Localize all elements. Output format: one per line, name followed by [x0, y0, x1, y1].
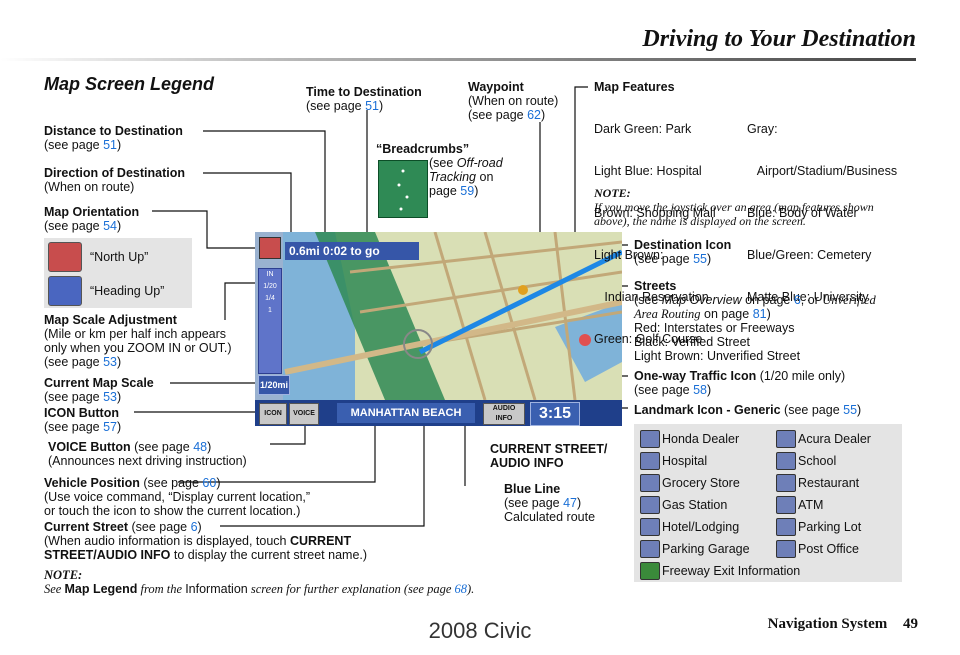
- streets-label: Streets (see Map Overview on page 6, or …: [634, 279, 876, 363]
- scale-in[interactable]: IN: [266, 271, 274, 278]
- direction-of-destination-label: Direction of Destination (When on route): [44, 166, 185, 194]
- page-link[interactable]: 62: [527, 108, 541, 122]
- grocery-icon: [640, 474, 660, 492]
- current-street-label: Current Street (see page 6) (When audio …: [44, 520, 368, 562]
- legend-item: Gas Station: [662, 498, 728, 512]
- hotel-icon: [640, 518, 660, 536]
- parking-garage-icon: [640, 540, 660, 558]
- destination-icon-label: Destination Icon (see page 55): [634, 238, 732, 266]
- info-label: INFO: [495, 415, 513, 422]
- legend-item: Post Office: [798, 542, 859, 556]
- map-orientation-label: Map Orientation (see page 54): [44, 205, 140, 233]
- page-link[interactable]: 47: [563, 496, 577, 510]
- scale-item[interactable]: 1/4: [265, 295, 275, 302]
- legend-item: Restaurant: [798, 476, 860, 490]
- legend-item: Acura Dealer: [798, 432, 871, 446]
- blue-line-label: Blue Line (see page 47) Calculated route: [504, 482, 596, 524]
- distance-to-destination-label: Distance to Destination (see page 51): [44, 124, 183, 152]
- section-title: Map Screen Legend: [44, 74, 215, 94]
- honda-dealer-icon: [640, 430, 660, 448]
- page-link[interactable]: 51: [103, 138, 117, 152]
- page-footer: Navigation System 49: [768, 616, 918, 633]
- watermark: 2008 Civic: [428, 618, 532, 643]
- bottom-note: NOTE: See Map Legend from the Informatio…: [44, 568, 475, 596]
- current-scale-display: 1/20mi: [258, 375, 290, 395]
- scale-panel[interactable]: IN 1/20 1/4 1: [258, 268, 282, 374]
- legend-item: School: [798, 454, 837, 468]
- page-link[interactable]: 55: [843, 403, 858, 417]
- vehicle-position-label: Vehicle Position (see page 60) (Use voic…: [44, 476, 311, 518]
- page-link[interactable]: 68: [454, 582, 468, 596]
- hospital-icon: [640, 452, 660, 470]
- page-link[interactable]: 60: [202, 476, 217, 490]
- one-way-traffic-label: One-way Traffic Icon (1/20 mile only) (s…: [634, 369, 846, 397]
- legend-item: Parking Lot: [798, 520, 862, 534]
- parking-lot-icon: [776, 518, 796, 536]
- legend-item: Freeway Exit Information: [662, 564, 801, 578]
- legend-item: ATM: [798, 498, 824, 512]
- footer-section: Navigation System: [767, 616, 888, 632]
- map-roads: [284, 232, 622, 426]
- distance-time-bar: 0.6mi 0:02 to go: [285, 242, 419, 260]
- voice-button[interactable]: VOICE: [289, 403, 319, 425]
- freeway-exit-icon: [640, 562, 660, 580]
- acura-dealer-icon: [776, 430, 796, 448]
- landmark-icon-label: Landmark Icon - Generic (see page 55): [634, 403, 862, 417]
- page-link[interactable]: 58: [693, 383, 707, 397]
- page-link[interactable]: 55: [693, 252, 707, 266]
- map-scale-adjustment-label: Map Scale Adjustment (Mile or km per hal…: [44, 313, 232, 369]
- legend-item: Parking Garage: [662, 542, 750, 556]
- heading-up-icon: [48, 276, 82, 306]
- orientation-box: “North Up” “Heading Up”: [44, 238, 192, 308]
- audio-info-button[interactable]: AUDIO INFO: [483, 403, 525, 425]
- north-up-label: “North Up”: [90, 250, 149, 264]
- time-readout: 0:02 to go: [323, 244, 380, 258]
- waypoint-label: Waypoint (When on route) (see page 62): [468, 80, 559, 122]
- distance-readout: 0.6mi: [289, 244, 320, 258]
- compass-icon[interactable]: [259, 237, 281, 259]
- page-link[interactable]: 81: [752, 307, 767, 321]
- page-link[interactable]: 51: [365, 99, 379, 113]
- page-link[interactable]: 53: [103, 355, 117, 369]
- gas-station-icon: [640, 496, 660, 514]
- scale-item[interactable]: 1/20: [263, 283, 277, 290]
- clock: 3:15: [530, 402, 580, 426]
- voice-button-label: VOICE Button (see page 48) (Announces ne…: [48, 440, 247, 468]
- current-street-audio-label: CURRENT STREET/ AUDIO INFO: [490, 442, 608, 470]
- current-street-bar[interactable]: MANHATTAN BEACH BLVD: [337, 403, 475, 423]
- icon-button[interactable]: ICON: [259, 403, 287, 425]
- audio-label: AUDIO: [492, 405, 516, 412]
- legend-item: Honda Dealer: [662, 432, 740, 446]
- current-map-scale-label: Current Map Scale (see page 53): [44, 376, 154, 404]
- header-title: Driving to Your Destination: [642, 26, 916, 52]
- page-number: 49: [903, 616, 918, 632]
- post-office-icon: [776, 540, 796, 558]
- right-note: NOTE: If you move the joystick over an a…: [594, 186, 874, 228]
- page-link[interactable]: 6: [190, 520, 198, 534]
- poi-legend: Honda Dealer Acura Dealer Hospital Schoo…: [634, 424, 902, 582]
- legend-item: Hospital: [662, 454, 708, 468]
- scale-item[interactable]: 1: [268, 307, 272, 314]
- breadcrumbs-inset: [378, 160, 428, 218]
- school-icon: [776, 452, 796, 470]
- page-link[interactable]: 6: [793, 293, 801, 307]
- restaurant-icon: [776, 474, 796, 492]
- time-to-destination-label: Time to Destination (see page 51): [306, 85, 422, 113]
- breadcrumbs-label: “Breadcrumbs” (see Off-road Tracking on …: [376, 142, 503, 198]
- header-rule: [0, 58, 916, 61]
- legend-item: Grocery Store: [662, 476, 740, 490]
- page-link[interactable]: 59: [460, 184, 475, 198]
- atm-icon: [776, 496, 796, 514]
- legend-item: Hotel/Lodging: [662, 520, 740, 534]
- heading-up-label: “Heading Up”: [90, 284, 165, 298]
- page-link[interactable]: 54: [103, 219, 117, 233]
- map-screen: IN 1/20 1/4 1 1/20mi 0.6mi 0:02 to go IC…: [255, 232, 622, 426]
- map-features-label: Map Features Dark Green: Park Light Blue…: [594, 80, 898, 346]
- page-link[interactable]: 57: [103, 420, 117, 434]
- page-link[interactable]: 53: [103, 390, 117, 404]
- north-up-icon: [48, 242, 82, 272]
- page-link[interactable]: 48: [193, 440, 208, 454]
- icon-button-label: ICON Button (see page 57): [44, 406, 122, 434]
